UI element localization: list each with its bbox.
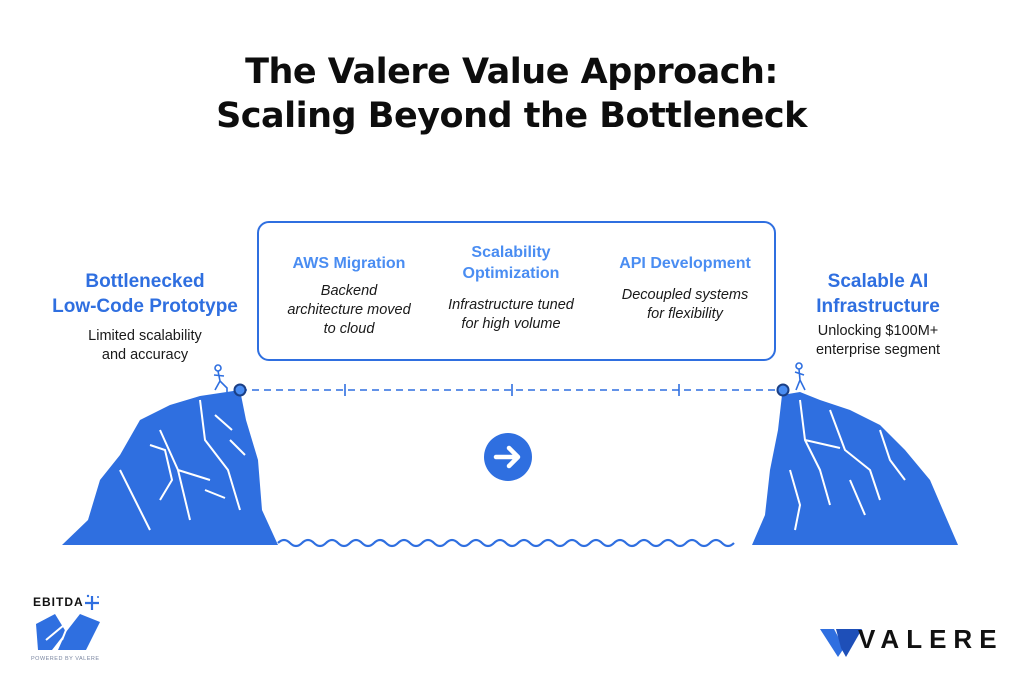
right-title-line-2: Infrastructure — [816, 296, 940, 317]
title-line-1: The Valere Value Approach: — [245, 52, 778, 92]
step-desc-line: architecture moved — [287, 302, 411, 318]
ebitda-logo-text: EBITDA — [33, 595, 84, 609]
right-title-line-1: Scalable AI — [827, 271, 929, 292]
step-title-line: Optimization — [462, 265, 560, 282]
step-desc-line: Infrastructure tuned — [448, 297, 574, 313]
step-aws-migration: AWS Migration Backend architecture moved… — [268, 253, 430, 339]
left-cliff — [62, 390, 278, 545]
step-desc-line: Backend — [320, 283, 378, 299]
title-line-2: Scaling Beyond the Bottleneck — [216, 96, 807, 136]
right-title: Scalable AI Infrastructure — [768, 269, 988, 319]
step-description: Decoupled systems for flexibility — [600, 286, 770, 324]
left-title-line-2: Low-Code Prototype — [52, 296, 238, 317]
powered-by-text: POWERED BY VALERE — [31, 656, 100, 662]
step-title-line: Scalability — [471, 244, 551, 261]
step-title: API Development — [619, 255, 751, 272]
steps-box — [257, 221, 776, 361]
right-sub-line-1: Unlocking $100M+ — [817, 323, 939, 339]
step-description: Backend architecture moved to cloud — [268, 282, 430, 339]
page-title: The Valere Value Approach: Scaling Beyon… — [0, 50, 1023, 138]
right-cliff — [752, 392, 958, 545]
arrow-right-icon — [484, 433, 532, 481]
left-sub-line-1: Limited scalability — [88, 328, 202, 344]
valere-logo-text: VALERE — [858, 624, 1004, 654]
left-title: Bottlenecked Low-Code Prototype — [30, 269, 260, 319]
right-sub-line-2: enterprise segment — [815, 342, 941, 358]
step-api-development: API Development Decoupled systems for fl… — [600, 253, 770, 324]
step-title: Scalability Optimization — [430, 242, 592, 284]
step-title: AWS Migration — [292, 255, 406, 272]
valere-logo-icon — [820, 629, 862, 657]
left-subtitle: Limited scalability and accuracy — [50, 327, 240, 365]
step-scalability-optimization: Scalability Optimization Infrastructure … — [430, 242, 592, 334]
person-left-icon — [213, 364, 228, 392]
person-right-icon — [794, 362, 806, 391]
step-desc-line: Decoupled systems — [621, 287, 749, 303]
left-sub-line-2: and accuracy — [101, 347, 189, 363]
right-subtitle: Unlocking $100M+ enterprise segment — [783, 322, 973, 360]
step-desc-line: for flexibility — [647, 306, 723, 322]
step-desc-line: to cloud — [323, 321, 375, 337]
left-title-line-1: Bottlenecked — [85, 271, 205, 292]
step-desc-line: for high volume — [461, 316, 561, 332]
ebitda-logo-icon — [36, 594, 100, 650]
step-description: Infrastructure tuned for high volume — [430, 296, 592, 334]
bridge-line — [233, 383, 790, 397]
water-waves — [277, 538, 735, 548]
